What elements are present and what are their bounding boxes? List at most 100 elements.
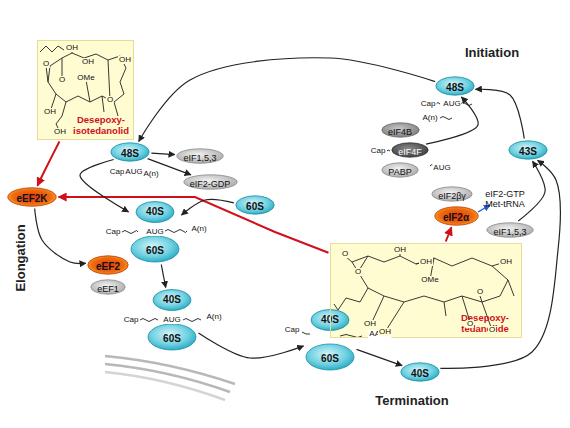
compound-name: Desepoxy-isotedanolid	[72, 115, 130, 136]
atom-label: OMe	[420, 276, 439, 284]
atom-label: OH	[81, 58, 95, 66]
mrna-label: AUG	[442, 100, 461, 108]
phase-label: Termination	[375, 394, 448, 407]
inhibition-arrow	[59, 197, 329, 253]
factor-oval: eIF1,5,3	[176, 148, 224, 164]
membrane-band	[105, 356, 235, 384]
atom-label: O	[354, 268, 362, 276]
phase-label: Initiation	[465, 46, 519, 59]
factor-label: eIF2-GTP Met-tRNA	[483, 189, 527, 210]
flow-arrow	[35, 208, 86, 263]
node-label: eIF4F	[398, 144, 422, 160]
large-subunit	[306, 344, 354, 370]
ribosome-subunit: 48S	[110, 142, 150, 162]
mrna-label: Cap	[420, 100, 437, 108]
factor-oval: eIF1,5,3	[486, 222, 534, 238]
atom-label: OH	[419, 258, 433, 266]
node-label: eEF2	[96, 257, 120, 277]
ribosome-subunit: 40S	[400, 362, 440, 382]
atom-label: OMe	[76, 74, 95, 82]
factor-oval: eIF4F	[391, 142, 429, 158]
atom-label: O	[106, 96, 114, 104]
node-label: 40S	[147, 294, 197, 306]
mrna-label: A(n)	[205, 313, 222, 321]
inhibition-arrow	[446, 227, 452, 241]
mrna-label: AUG	[432, 164, 451, 172]
node-label: PABP	[388, 164, 411, 180]
factor-oval: eEF1	[90, 279, 126, 295]
flow-arrow	[357, 349, 403, 365]
flow-arrow	[182, 199, 234, 215]
mrna-label: A(n)	[142, 170, 159, 178]
atom-label: OH	[393, 246, 407, 254]
node-label: 43S	[519, 142, 537, 162]
atom-label: OH	[378, 328, 392, 336]
mrna-label: A(n)	[421, 114, 438, 122]
factor-oval: eIF4B	[381, 122, 420, 138]
factor-oval: eIF2βγ	[431, 186, 473, 202]
inhibition-arrow	[37, 142, 59, 186]
node-label: 40S	[411, 364, 429, 384]
atom-label: OH	[118, 56, 132, 64]
node-label: 40S	[130, 206, 180, 218]
node-label: eIF2-GDP	[190, 176, 231, 192]
target-factor: eEF2K	[7, 187, 57, 207]
node-label: eIF4B	[388, 124, 412, 140]
large-subunit	[148, 324, 196, 350]
node-label: eIF2βγ	[438, 188, 466, 204]
flow-arrow	[199, 333, 304, 358]
node-label: eEF1	[97, 281, 119, 297]
mrna-label: Cap	[370, 147, 387, 155]
ribosome-subunit: 60S	[235, 195, 275, 215]
ribosome-subunit: 43S	[508, 140, 548, 160]
node-label: 60S	[130, 245, 180, 257]
ribosome-subunit: 48S	[435, 76, 475, 96]
atom-label: O	[466, 320, 474, 328]
molecule-bonds	[48, 53, 126, 102]
compound-name: Desepoxy-tedanolide	[452, 313, 518, 334]
atom-label: O	[488, 326, 496, 334]
mrna-label: AUG	[124, 168, 143, 176]
node-label: eIF1,5,3	[493, 224, 526, 240]
atom-label: OH	[65, 44, 79, 52]
flow-arrow	[476, 89, 525, 138]
compound-box: Desepoxy-isotedanolid	[37, 40, 134, 140]
node-label: 48S	[121, 144, 139, 164]
flow-arrow	[139, 58, 435, 142]
mrna-label: Cap	[109, 168, 126, 176]
node-label: eEF2K	[16, 189, 47, 209]
mrna-label: Cap	[123, 316, 140, 324]
mrna-label: AUG	[162, 316, 181, 324]
node-label: eIF2α	[443, 208, 469, 228]
node-label: eIF1,5,3	[183, 150, 216, 166]
flow-arrow	[161, 265, 165, 288]
node-label: 48S	[446, 78, 464, 98]
molecule-bonds	[352, 256, 508, 302]
mrna-label: Cap	[284, 326, 301, 334]
atom-label: O	[42, 60, 50, 68]
atom-label: O	[58, 76, 66, 84]
phase-label: Elongation	[14, 224, 27, 291]
mrna-label: AUG	[145, 228, 164, 236]
atom-label: OH	[43, 108, 57, 116]
atom-label: O	[341, 250, 349, 258]
node-label: 60S	[147, 333, 197, 345]
node-label: 60S	[246, 197, 264, 217]
mrna-strand	[302, 332, 362, 338]
target-factor: eEF2	[87, 255, 129, 275]
large-subunit	[131, 236, 179, 262]
atom-label: OH	[363, 320, 377, 328]
target-factor: eIF2α	[434, 206, 479, 226]
mrna-label: A(n)	[190, 225, 207, 233]
membrane-band	[105, 372, 225, 400]
flow-arrow	[151, 153, 174, 154]
factor-oval: eIF2-GDP	[183, 174, 238, 190]
atom-label: OH	[499, 258, 513, 266]
atom-label: O	[476, 288, 484, 296]
atom-label: OH	[53, 128, 67, 136]
factor-oval: PABP	[381, 162, 419, 178]
flow-arrow	[80, 159, 129, 211]
compound-panel	[37, 40, 134, 140]
membrane-band	[105, 364, 230, 392]
node-label: 60S	[305, 353, 355, 365]
